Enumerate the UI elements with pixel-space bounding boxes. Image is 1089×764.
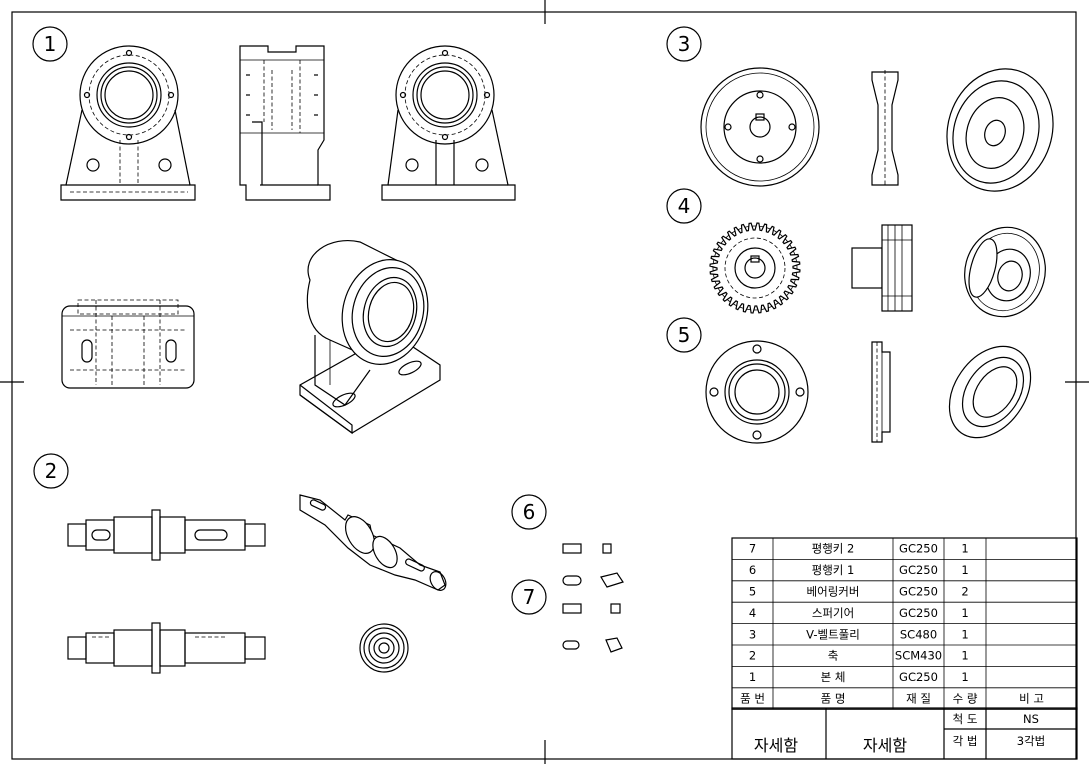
balloon-1: 1 [32,26,68,62]
parts-list-header-material: 재 질 [906,692,931,706]
scale-label: 척 도 [953,712,978,726]
projection-label: 각 법 [953,734,978,748]
title-left: 자세함 [754,736,798,755]
bearing-cover-isometric-view [948,345,1032,439]
parts-list-cell-qty: 1 [961,563,968,577]
balloon-2: 2 [33,453,69,489]
parts-list-cell-no: 2 [749,649,756,663]
svg-text:5: 5 [678,323,691,347]
parts-list-cell-name: 평행키 2 [812,542,855,556]
parts-list-cell-no: 4 [749,606,756,620]
svg-text:4: 4 [678,194,691,218]
parts-list-cell-name: 스퍼기어 [812,606,854,620]
shaft-side-view-upper [67,509,266,561]
parts-list-cell-name: V-벨트풀리 [806,627,860,641]
body-isometric-view [299,240,441,435]
balloon-3: 3 [666,26,702,62]
body-top-view [61,299,195,389]
parts-list-cell-material: GC250 [899,670,938,684]
parts-list-cell-no: 3 [749,627,756,641]
title-block: 척 도 NS 각 법 3각법 자세함 자세함 [731,707,1078,760]
parts-list-cell-qty: 1 [961,670,968,684]
parts-list-header-no: 품 번 [740,692,765,706]
bearing-cover-side-view [871,341,891,443]
svg-text:2: 2 [45,459,58,483]
svg-text:1: 1 [44,32,57,56]
parts-list-cell-no: 6 [749,563,756,577]
balloon-7: 7 [511,579,547,615]
gear-isometric-view [964,226,1046,318]
body-side-view [239,45,331,201]
scale-value: NS [1023,712,1039,726]
parts-list-cell-material: GC250 [899,606,938,620]
svg-text:6: 6 [523,500,536,524]
parts-list-cell-material: GC250 [899,563,938,577]
parts-list-cell-qty: 1 [961,606,968,620]
gear-side-view [851,224,913,312]
parts-list-cell-qty: 1 [961,649,968,663]
bearing-cover-front-view [705,340,809,444]
pulley-isometric-view [946,68,1054,192]
parts-list-cell-qty: 1 [961,542,968,556]
parts-list-header-name: 품 명 [821,692,846,706]
parts-list-cell-name: 축 [828,649,839,663]
pulley-side-view [871,70,899,186]
projection-value: 3각법 [1017,734,1045,748]
balloon-4: 4 [666,188,702,224]
body-front-view-left [60,45,196,201]
parts-list-cell-name: 본 체 [821,670,846,684]
parts-list-cell-no: 1 [749,670,756,684]
shaft-side-view-lower [67,622,266,674]
balloon-6: 6 [511,494,547,530]
parts-list-cell-material: GC250 [899,542,938,556]
svg-text:7: 7 [523,585,536,609]
parts-list-cell-name: 평행키 1 [812,563,855,577]
shaft-end-view [359,623,409,673]
svg-text:3: 3 [678,32,691,56]
parts-list-cell-name: 베어링커버 [807,585,860,599]
parts-list-table: 7 평행키 2 GC250 1 6 평행키 1 GC250 1 5 베어링커버 GC250 2 4 스퍼기… [731,537,1078,710]
parts-list-header-note: 비 고 [1019,692,1044,706]
balloon-5: 5 [666,317,702,353]
parts-list-cell-material: SCM430 [895,649,942,663]
parts-list-cell-no: 5 [749,585,756,599]
title-right: 자세함 [863,736,907,755]
parts-list-cell-material: GC250 [899,585,938,599]
body-front-view-right [381,45,516,201]
parts-list-cell-qty: 2 [961,585,968,599]
shaft-isometric-view [299,494,447,591]
pulley-front-view [700,67,820,187]
parts-list-cell-qty: 1 [961,627,968,641]
parts-list-cell-material: SC480 [900,627,937,641]
sheet-border [11,11,1077,760]
parts-list-header-qty: 수 량 [953,692,978,706]
key-views [562,543,624,653]
parts-list-cell-no: 7 [749,542,756,556]
gear-front-view [709,222,801,314]
